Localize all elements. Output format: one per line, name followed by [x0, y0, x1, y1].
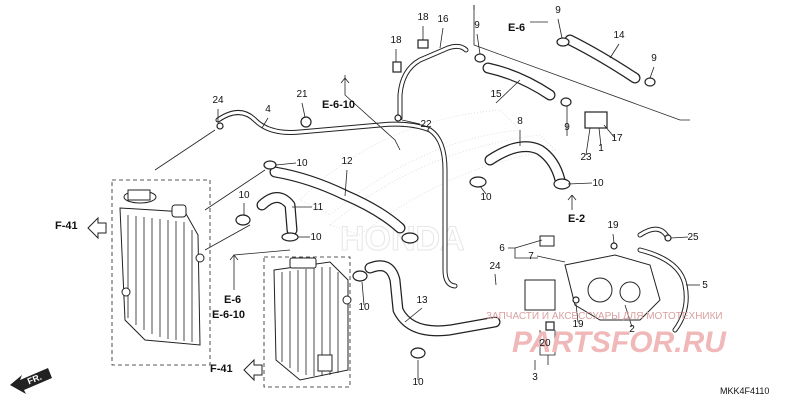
callout-c19b: 19: [572, 319, 584, 330]
callout-c9a: 9: [474, 20, 480, 31]
ref-r_e6_10a: E-6-10: [322, 99, 355, 111]
callout-c23: 23: [580, 152, 592, 163]
callout-c6: 6: [499, 243, 505, 254]
callout-c10a: 10: [296, 158, 308, 169]
right-radiator-box: [263, 256, 351, 388]
callout-c5: 5: [702, 280, 708, 291]
callout-c8: 8: [517, 116, 523, 127]
ref-r_e6_10b: E-6-10: [212, 309, 245, 321]
callout-c9c: 9: [651, 53, 657, 64]
callout-c10e: 10: [310, 232, 322, 243]
left-radiator: [119, 189, 205, 346]
callout-c18a: 18: [417, 12, 429, 23]
ref-r_f41b: F-41: [210, 363, 233, 375]
reference-layer: E-6E-6-10E-2F-41E-6E-6-10F-41: [55, 22, 585, 375]
callout-c20: 20: [539, 338, 551, 349]
callout-c13: 13: [416, 295, 428, 306]
callout-c3: 3: [532, 372, 538, 383]
diagram-code: MKK4F4110: [720, 386, 769, 396]
hoses: [215, 34, 689, 337]
ref-r_e2: E-2: [568, 213, 585, 225]
callout-c9d: 9: [564, 122, 570, 133]
callout-c10c: 10: [480, 192, 492, 203]
watermark-logo: PARTSFOR.RU: [512, 326, 727, 359]
callout-c12: 12: [341, 156, 353, 167]
ref-r_e6_top: E-6: [508, 22, 525, 34]
callout-c16: 16: [437, 14, 449, 25]
callout-c10d: 10: [592, 178, 604, 189]
right-radiator: [273, 257, 352, 381]
f41-arrow-top: [87, 216, 107, 240]
callout-c1: 1: [598, 143, 604, 154]
detail-box-line: [473, 5, 690, 121]
honda-wing-watermark: HONDA: [299, 109, 557, 259]
thermostat-housing: [524, 235, 661, 321]
callout-c7: 7: [528, 251, 534, 262]
callout-c25: 25: [687, 232, 699, 243]
callout-c24a: 24: [212, 95, 224, 106]
callout-c15: 15: [490, 89, 502, 100]
left-radiator-box: [111, 179, 211, 366]
front-direction-arrow: FR.: [10, 368, 52, 394]
leader-lines: [154, 18, 700, 380]
callout-c10b: 10: [238, 190, 250, 201]
callout-c14: 14: [613, 30, 625, 41]
callout-c24b: 24: [489, 261, 501, 272]
callout-c17: 17: [611, 133, 623, 144]
f41-arrow-bottom: [243, 358, 263, 382]
watermark-tagline: ЗАПЧАСТИ И АКСЕССУАРЫ ДЛЯ МОТОТЕХНИКИ: [486, 311, 723, 322]
callout-c9b: 9: [555, 5, 561, 16]
callout-c4: 4: [265, 104, 271, 115]
callout-c10g: 10: [412, 377, 424, 388]
ref-r_e6_mid: E-6: [224, 294, 241, 306]
callout-c2: 2: [629, 324, 635, 335]
callout-c21: 21: [296, 89, 308, 100]
callout-c10f: 10: [358, 302, 370, 313]
callout-c19a: 19: [607, 220, 619, 231]
callout-c22: 22: [420, 119, 432, 130]
callout-c18b: 18: [390, 35, 402, 46]
callout-c11: 11: [313, 202, 324, 213]
ref-r_f41a: F-41: [55, 220, 78, 232]
